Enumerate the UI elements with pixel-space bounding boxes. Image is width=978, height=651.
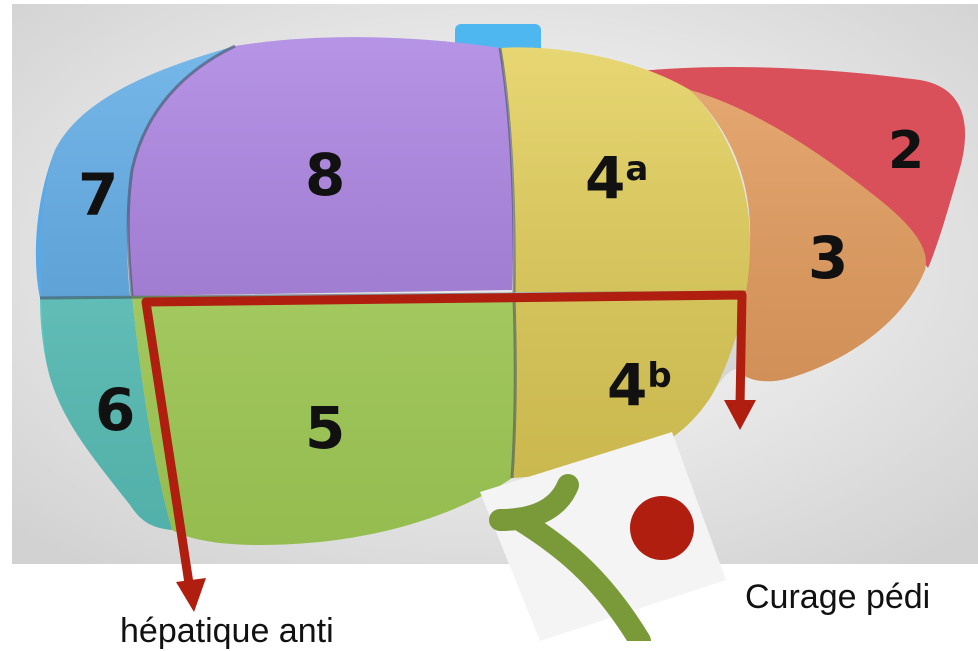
segment-label-2: 2 xyxy=(888,121,924,181)
segment-label-8: 8 xyxy=(305,141,345,209)
segment-label-4b: 4b xyxy=(607,351,672,419)
segment-2 xyxy=(630,66,966,269)
bile-duct-inset xyxy=(480,432,726,641)
marker-dot xyxy=(630,496,694,560)
segment-label-7: 7 xyxy=(78,161,118,229)
caption-curage: Curage pédi xyxy=(745,578,931,616)
segment-label-4a-sup: a xyxy=(625,149,648,189)
arrowhead-right xyxy=(724,400,756,430)
segment-label-4a-number: 4 xyxy=(585,144,625,212)
resection-path xyxy=(141,290,747,591)
liver-shading xyxy=(40,37,926,546)
resection-line xyxy=(141,290,756,612)
segment-label-6: 6 xyxy=(95,376,135,444)
segment-label-4b-number: 4 xyxy=(607,351,647,419)
bile-duct xyxy=(489,474,651,641)
caption-hepatique: hépatique anti xyxy=(120,612,334,650)
inset-frame xyxy=(480,432,726,641)
segment-label-4a: 4a xyxy=(585,144,648,212)
arrowhead-left xyxy=(176,578,206,612)
segment-label-3: 3 xyxy=(808,224,848,292)
segment-label-5: 5 xyxy=(305,394,345,462)
segment-label-4b-sup: b xyxy=(647,356,671,396)
